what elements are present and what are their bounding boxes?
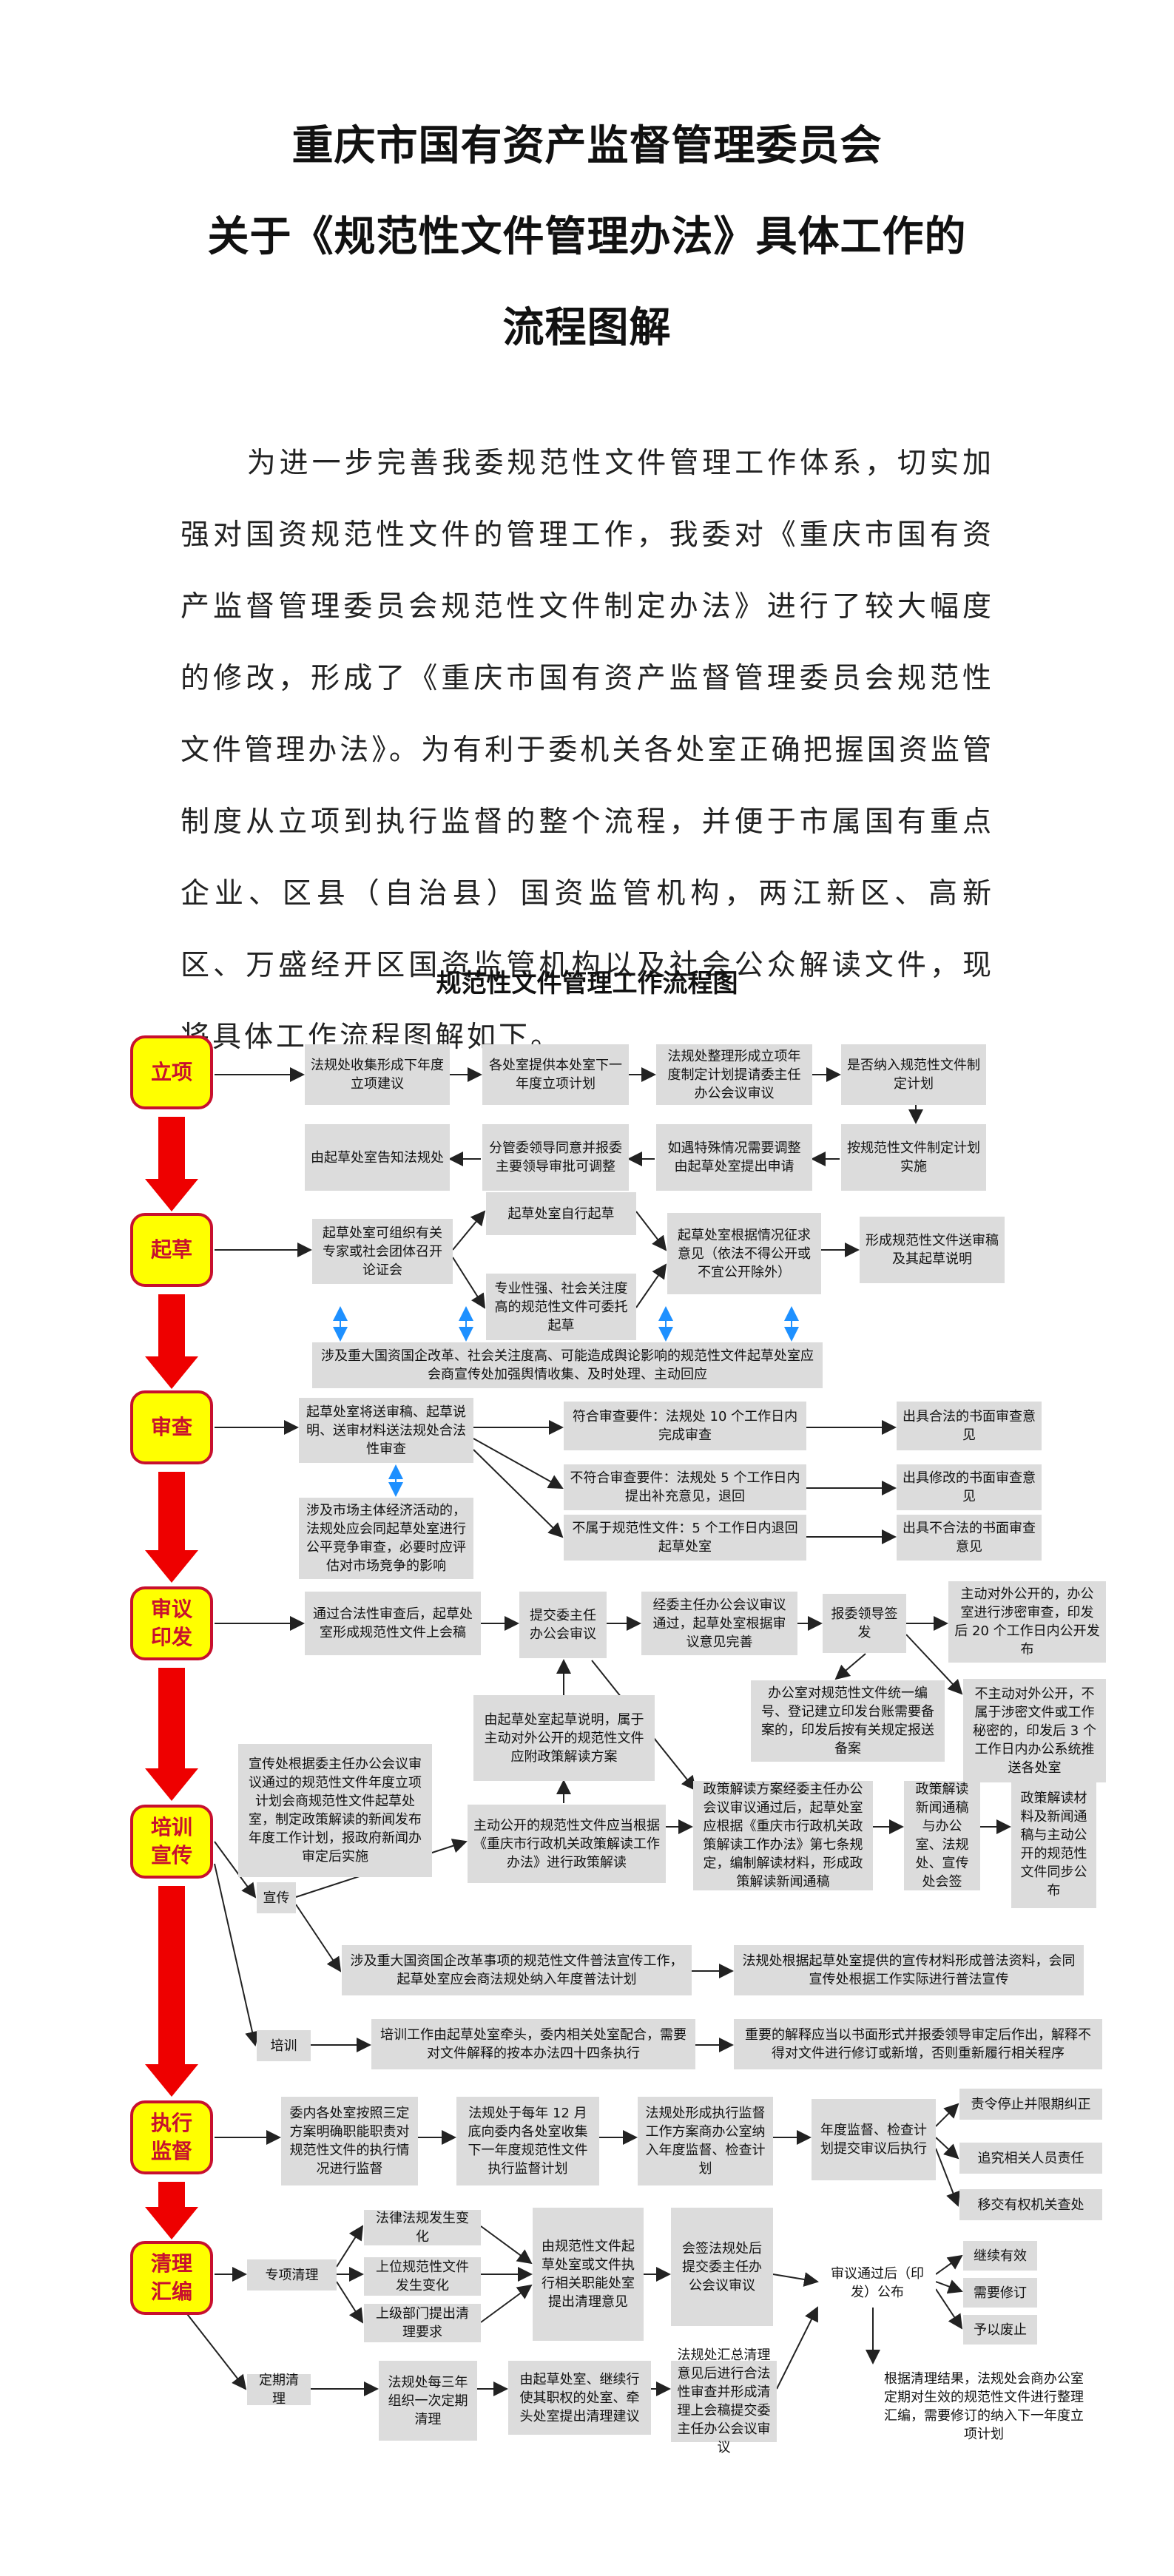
doc-title-line-3: 流程图解 <box>502 304 672 352</box>
box-b22: 出具不合法的书面审查意见 <box>897 1515 1042 1561</box>
box-b6: 分管委领导同意并报委主要领导审批可调整 <box>482 1124 629 1191</box>
box-b10: 起草处室自行起草 <box>486 1192 636 1235</box>
box-b38: 法规处根据起草处室提供的宣传材料形成普法资料，会同宣传处根据工作实际进行普法宣传 <box>734 1945 1084 1995</box>
box-b55: 审议通过后（印发）公布 <box>819 2259 936 2307</box>
box-b2: 各处室提供本处室下一年度立项计划 <box>482 1044 629 1105</box>
box-b4: 是否纳入规范性文件制定计划 <box>841 1044 986 1105</box>
box-b59: 定期清理 <box>247 2373 311 2407</box>
box-b41: 重要的解释应当以书面形式并报委领导审定后作出，解释不得对文件进行修订或新增，否则… <box>734 2019 1102 2069</box>
stage-arrow-4 <box>145 1668 198 1801</box>
stage-lixiang: 立项 <box>130 1035 213 1109</box>
box-b36: 宣传 <box>257 1882 296 1913</box>
box-b16: 涉及市场主体经济活动的，法规处应会同起草处室进行公平竞争审查，必要时应评估对市场… <box>299 1498 473 1579</box>
box-b40: 培训工作由起草处室牵头，委内相关处室配合，需要对文件解释的按本办法四十四条执行 <box>371 2019 695 2069</box>
box-b47: 追究相关人员责任 <box>959 2143 1102 2174</box>
box-b7: 如遇特殊情况需要调整由起草处室提出申请 <box>656 1124 812 1191</box>
box-b20: 出具合法的书面审查意见 <box>897 1402 1042 1450</box>
box-b29: 不主动对外公开，不属于涉密文件或工作秘密的，印发后 3 个工作日内办公系统推送各… <box>963 1679 1106 1782</box>
stage-zhixing-jiandu: 执行 监督 <box>130 2100 213 2174</box>
box-b3: 法规处整理形成立项年度制定计划提请委主任办公会议审议 <box>656 1044 812 1105</box>
box-b15: 起草处室将送审稿、起草说明、送审材料送法规处合法性审查 <box>299 1398 473 1463</box>
box-b63: 根据清理结果，法规处会商办公室定期对生效的规范性文件进行整理汇编，需要修订的纳入… <box>873 2365 1095 2448</box>
box-b43: 法规处于每年 12 月底向委内各处室收集下一年度规范性文件执行监督计划 <box>456 2097 599 2185</box>
box-b12: 起草处室根据情况征求意见（依法不得公开或不宜公开除外） <box>667 1213 821 1294</box>
box-b48: 移交有权机关查处 <box>959 2189 1102 2220</box>
box-b26: 报委领导签发 <box>823 1594 906 1653</box>
box-b19: 不属于规范性文件：5 个工作日内退回起草处室 <box>564 1515 806 1561</box>
box-b5: 由起草处室告知法规处 <box>305 1124 450 1191</box>
box-b49: 专项清理 <box>247 2259 337 2291</box>
box-b45: 年度监督、检查计划提交审议后执行 <box>812 2099 936 2180</box>
stage-qingli-huibian: 清理 汇编 <box>130 2241 213 2315</box>
box-b35: 政策解读材料及新闻通稿与主动公开的规范性文件同步公布 <box>1011 1781 1096 1908</box>
box-b25: 经委主任办公会议审议通过，起草处室根据审议意见完善 <box>641 1592 797 1655</box>
box-b42: 委内各处室按照三定方案明确职能职责对规范性文件的执行情况进行监督 <box>281 2097 418 2185</box>
box-b21: 出具修改的书面审查意见 <box>897 1464 1042 1510</box>
box-b32: 主动公开的规范性文件应当根据《重庆市行政机关政策解读工作办法》进行政策解读 <box>468 1805 666 1883</box>
box-b56: 继续有效 <box>963 2241 1037 2271</box>
box-b33: 政策解读方案经委主任办公会议审议通过后，起草处室应根据《重庆市行政机关政策解读工… <box>693 1781 873 1890</box>
stage-qicao: 起草 <box>130 1213 213 1287</box>
box-b24: 提交委主任办公会审议 <box>519 1592 607 1658</box>
stage-arrow-1 <box>145 1117 198 1211</box>
box-b46: 责令停止并限期纠正 <box>959 2089 1102 2120</box>
box-b50: 法律法规发生变化 <box>364 2210 481 2245</box>
box-b1: 法规处收集形成下年度立项建议 <box>305 1044 450 1105</box>
stage-shencha: 审查 <box>130 1390 213 1464</box>
intro-paragraph: 为进一步完善我委规范性文件管理工作体系，切实加强对国资规范性文件的管理工作，我委… <box>181 447 994 1054</box>
box-b11: 专业性强、社会关注度高的规范性文件可委托起草 <box>486 1274 636 1340</box>
box-b34: 政策解读新闻通稿与办公室、法规处、宣传处会签 <box>904 1781 980 1890</box>
doc-title-line-2: 关于《规范性文件管理办法》具体工作的 <box>207 213 967 261</box>
box-b17: 符合审查要件：法规处 10 个工作日内完成审查 <box>564 1402 806 1450</box>
box-b57: 需要修订 <box>963 2278 1037 2308</box>
box-b62: 法规处汇总清理意见后进行合法性审查并形成清理上会稿提交委主任办公会议审议 <box>671 2347 777 2455</box>
stage-arrow-2 <box>145 1294 198 1389</box>
box-b37: 涉及重大国资国企改革事项的规范性文件普法宣传工作，起草处室应会商法规处纳入年度普… <box>342 1945 692 1995</box>
box-b9: 起草处室可组织有关专家或社会团体召开论证会 <box>312 1219 453 1284</box>
box-b13: 形成规范性文件送审稿及其起草说明 <box>860 1217 1005 1283</box>
stage-arrow-6 <box>145 2182 198 2239</box>
box-b23: 通过合法性审查后，起草处室形成规范性文件上会稿 <box>305 1592 481 1655</box>
box-b30: 由起草处室起草说明，属于主动对外公开的规范性文件应附政策解读方案 <box>473 1695 655 1781</box>
stage-shenyi-yinfa: 审议 印发 <box>130 1586 213 1660</box>
box-b14: 涉及重大国资国企改革、社会关注度高、可能造成舆论影响的规范性文件起草处室应会商宣… <box>312 1342 823 1388</box>
box-b8: 按规范性文件制定计划实施 <box>841 1124 986 1191</box>
box-b39: 培训 <box>257 2030 311 2061</box>
box-b61: 由起草处室、继续行使其职权的处室、牵头处室提出清理建议 <box>508 2361 651 2435</box>
stage-peixun-xuanchuan: 培训 宣传 <box>130 1805 213 1879</box>
box-b58: 予以废止 <box>963 2315 1037 2345</box>
box-b18: 不符合审查要件：法规处 5 个工作日内提出补充意见，退回 <box>564 1464 806 1510</box>
box-b53: 由规范性文件起草处室或文件执行相关职能处室提出清理意见 <box>533 2208 644 2341</box>
box-b44: 法规处形成执行监督工作方案商办公室纳入年度监督、检查计划 <box>638 2097 773 2185</box>
box-b28: 办公室对规范性文件统一编号、登记建立印发台账需要备案的，印发后按有关规定报送备案 <box>751 1680 945 1762</box>
box-b27: 主动对外公开的，办公室进行涉密审查，印发后 20 个工作日内公开发布 <box>948 1581 1106 1663</box>
box-b54: 会签法规处后提交委主任办公会议审议 <box>671 2208 773 2326</box>
flowchart-title: 规范性文件管理工作流程图 <box>436 969 738 998</box>
box-b51: 上位规范性文件发生变化 <box>364 2257 481 2296</box>
stage-arrow-5 <box>145 1886 198 2097</box>
doc-title-line-1: 重庆市国有资产监督管理委员会 <box>291 122 883 170</box>
box-b31: 宣传处根据委主任办公会议审议通过的规范性文件年度立项计划会商规范性文件起草处室，… <box>238 1744 432 1877</box>
box-b52: 上级部门提出清理要求 <box>364 2304 481 2342</box>
box-b60: 法规处每三年组织一次定期清理 <box>379 2361 477 2441</box>
stage-arrow-3 <box>145 1472 198 1583</box>
